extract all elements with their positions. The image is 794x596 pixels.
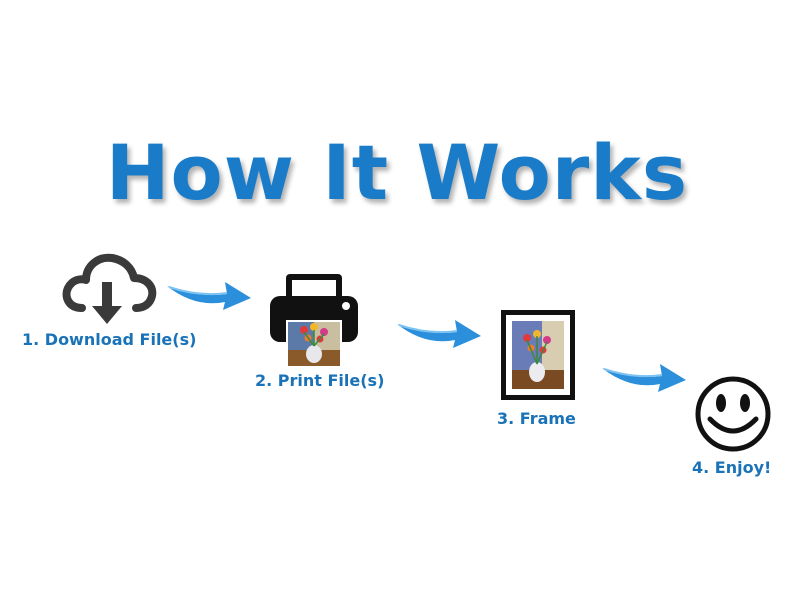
- arrow-right-icon: [602, 364, 686, 392]
- arrow-right-icon: [397, 320, 481, 348]
- step-3-label: 3. Frame: [497, 409, 576, 428]
- step-4-label: 4. Enjoy!: [692, 458, 772, 477]
- tulip-painting-image: [512, 321, 564, 389]
- printer-icon: [270, 274, 358, 366]
- step-2-label: 2. Print File(s): [255, 371, 385, 390]
- framed-painting-icon: [501, 310, 575, 400]
- step-1: [62, 250, 158, 330]
- arrow-right-icon: [167, 282, 251, 310]
- step-1-label: 1. Download File(s): [22, 330, 197, 349]
- cloud-download-icon: [62, 253, 157, 324]
- step-4: [694, 375, 772, 453]
- smiley-face-icon: [695, 376, 771, 452]
- step-2: [268, 272, 360, 368]
- page-title: How It Works: [105, 128, 689, 217]
- tulip-painting-image: [288, 322, 340, 366]
- step-3: [501, 310, 575, 400]
